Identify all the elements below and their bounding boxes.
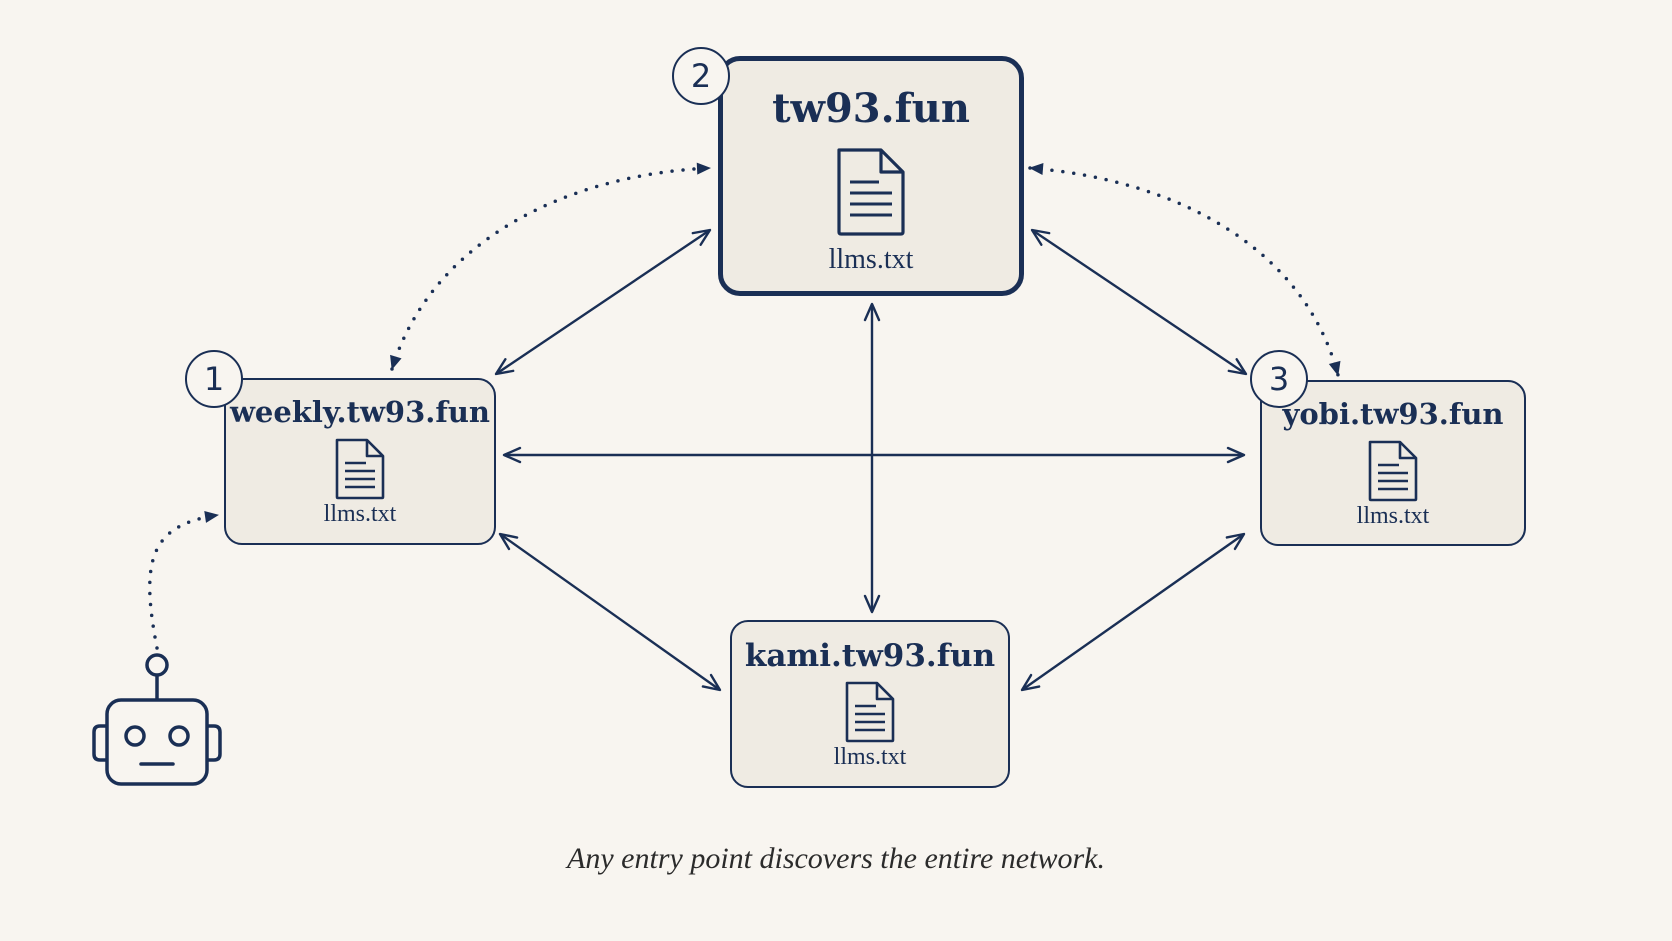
node-hub-title: tw93.fun (772, 85, 970, 132)
discovery-arc-hub-yobi (1028, 163, 1341, 377)
badge-2: 2 (672, 47, 730, 105)
agent-entry-arc (148, 510, 220, 650)
badge-1: 1 (185, 350, 243, 408)
document-icon (1368, 440, 1418, 502)
link-weekly-hub (494, 228, 712, 376)
node-yobi-title: yobi.tw93.fun (1282, 397, 1504, 431)
node-weekly-title: weekly.tw93.fun (229, 395, 491, 429)
link-weekly-kami (498, 532, 722, 692)
node-kami-title: kami.tw93.fun (744, 638, 996, 674)
node-hub-file: llms.txt (828, 244, 914, 275)
link-hub-yobi (1030, 228, 1248, 376)
node-hub[interactable]: tw93.fun llms.txt (718, 56, 1024, 296)
node-yobi-file: llms.txt (1356, 503, 1430, 529)
node-kami[interactable]: kami.tw93.fun llms.txt (730, 620, 1010, 788)
node-weekly[interactable]: weekly.tw93.fun llms.txt (224, 378, 496, 545)
discovery-arc-weekly-hub (390, 162, 712, 371)
document-icon (837, 148, 905, 236)
badge-3: 3 (1250, 350, 1308, 408)
diagram-caption: Any entry point discovers the entire net… (567, 842, 1105, 875)
link-yobi-kami (1020, 532, 1246, 692)
node-weekly-file: llms.txt (323, 501, 397, 527)
node-yobi[interactable]: yobi.tw93.fun llms.txt (1260, 380, 1526, 546)
document-icon (335, 438, 385, 500)
robot-icon (92, 653, 222, 786)
node-kami-file: llms.txt (833, 744, 907, 770)
document-icon (845, 681, 895, 743)
